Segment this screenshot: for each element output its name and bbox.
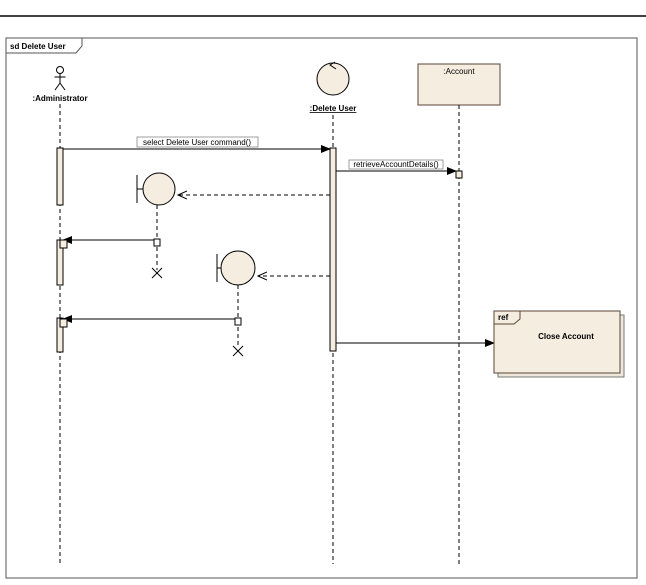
delete-user-activation (329, 147, 337, 352)
administrator-actor-icon[interactable] (54, 66, 66, 91)
ref-tag: ref (498, 313, 509, 322)
frame-tab (5, 37, 83, 54)
ref-label: Close Account (538, 332, 594, 341)
delete-user-label: :Delete User (310, 104, 357, 113)
retrieve-details-message-box (348, 159, 444, 170)
boundary-activation (153, 238, 161, 247)
diagram-frame (5, 37, 638, 579)
frame-title: sd Delete User (10, 42, 66, 51)
administrator-activation (56, 317, 64, 353)
delete-user-control-icon[interactable] (316, 61, 350, 96)
account-box[interactable] (417, 63, 501, 106)
administrator-nested-activation (59, 318, 68, 328)
administrator-label: :Administrator (32, 94, 87, 103)
select-delete-message-box (136, 136, 259, 148)
destroy-icon (151, 267, 163, 279)
boundary-icon[interactable] (216, 250, 256, 286)
administrator-activation (56, 147, 64, 206)
boundary-activation (234, 317, 242, 326)
select-delete-message-label: select Delete User command() (143, 138, 251, 147)
retrieve-details-message-label: retrieveAccountDetails() (353, 160, 439, 169)
ref-fragment[interactable] (493, 310, 625, 378)
administrator-nested-activation (59, 239, 68, 249)
boundary-icon[interactable] (136, 172, 176, 206)
account-label: :Account (443, 67, 475, 76)
destroy-icon (232, 345, 244, 357)
account-activation (455, 170, 463, 179)
